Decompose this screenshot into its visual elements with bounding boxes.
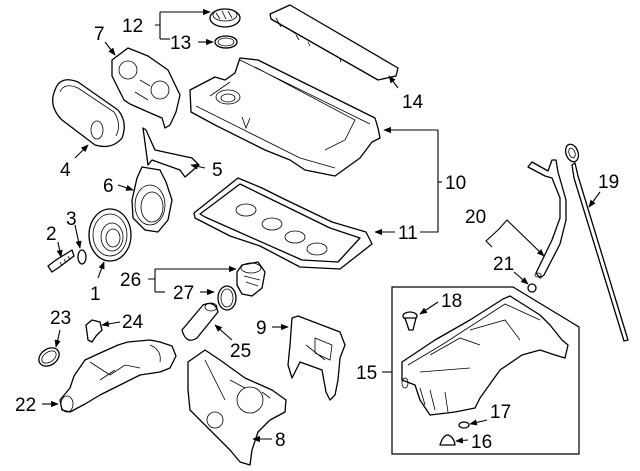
part-engine-cover[interactable]	[269, 4, 399, 81]
part-drain-plug[interactable]	[439, 434, 456, 446]
callout-10[interactable]: 10	[445, 173, 466, 194]
callout-14[interactable]: 14	[402, 92, 424, 113]
part-pressure-sensor[interactable]	[85, 319, 103, 343]
part-housing-gasket[interactable]	[35, 344, 62, 370]
callout-18[interactable]: 18	[441, 291, 462, 312]
oil-pan-group-frame	[391, 286, 580, 455]
part-drain-gasket[interactable]	[458, 421, 470, 429]
callout-20[interactable]: 20	[465, 207, 486, 228]
part-pulley-bolt[interactable]	[47, 249, 75, 273]
part-cover-plate[interactable]	[287, 315, 346, 401]
callout-21[interactable]: 21	[493, 254, 514, 275]
callout-25[interactable]: 25	[230, 341, 251, 362]
callout-5[interactable]: 5	[212, 160, 223, 181]
part-dipstick-tube[interactable]	[527, 159, 567, 279]
callout-8[interactable]: 8	[275, 430, 286, 451]
callout-4[interactable]: 4	[60, 160, 71, 181]
part-front-cover[interactable]	[187, 349, 287, 466]
callout-7[interactable]: 7	[94, 24, 105, 45]
part-oil-filler-cap[interactable]	[209, 8, 241, 28]
callout-11[interactable]: 11	[398, 223, 418, 244]
part-washer[interactable]	[77, 249, 87, 265]
callout-27[interactable]: 27	[173, 283, 194, 304]
part-rear-timing-cover[interactable]	[111, 47, 181, 129]
part-filter-cap[interactable]	[236, 261, 266, 297]
callout-12[interactable]: 12	[122, 16, 143, 37]
part-filler-seal[interactable]	[214, 35, 238, 49]
callout-2[interactable]: 2	[46, 224, 57, 245]
part-oil-pan[interactable]	[401, 295, 569, 416]
callout-6[interactable]: 6	[103, 176, 114, 197]
part-oil-filter[interactable]	[181, 302, 219, 341]
callout-24[interactable]: 24	[122, 312, 144, 333]
part-cap-o-ring[interactable]	[217, 285, 237, 311]
callout-19[interactable]: 19	[598, 172, 619, 193]
part-tube-o-ring[interactable]	[527, 283, 537, 293]
part-valve-cover-gasket[interactable]	[193, 177, 373, 270]
part-valve-cover[interactable]	[189, 57, 381, 177]
callout-23[interactable]: 23	[50, 308, 71, 329]
part-seal-housing[interactable]	[131, 166, 173, 233]
callout-17[interactable]: 17	[490, 402, 511, 423]
part-oil-pickup[interactable]	[402, 311, 418, 331]
callout-22[interactable]: 22	[15, 395, 36, 416]
callout-labels: 1 2 3 4 5 6 7 8 9 10 11 12 13 14 15 16 1…	[15, 16, 619, 453]
callout-16[interactable]: 16	[471, 432, 492, 453]
part-crank-pulley[interactable]	[88, 208, 132, 262]
callout-15[interactable]: 15	[356, 363, 377, 384]
part-front-timing-cover[interactable]	[52, 79, 125, 148]
callout-9[interactable]: 9	[256, 318, 267, 339]
callout-26[interactable]: 26	[120, 270, 141, 291]
part-timing-gasket[interactable]	[142, 127, 200, 178]
callout-13[interactable]: 13	[170, 33, 191, 54]
callout-1[interactable]: 1	[90, 284, 101, 305]
leader-lines	[42, 12, 601, 444]
callout-3[interactable]: 3	[66, 209, 77, 230]
part-oil-filter-housing[interactable]	[59, 339, 177, 413]
part-dipstick[interactable]	[563, 142, 629, 342]
